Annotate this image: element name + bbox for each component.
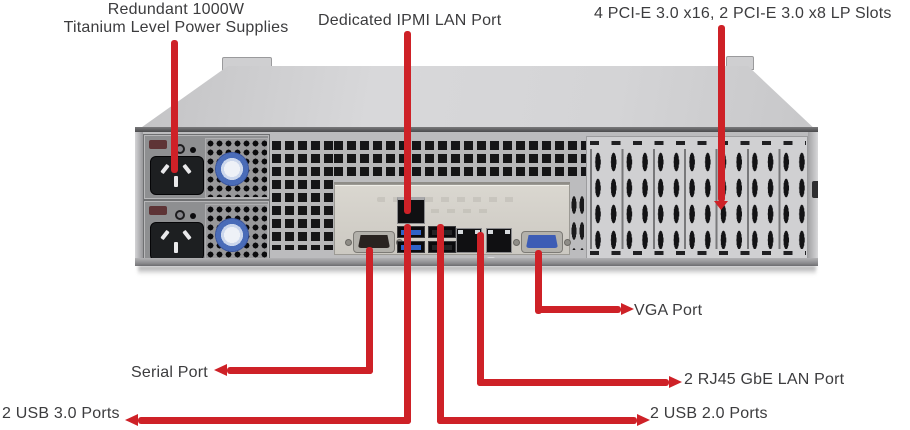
callout-line-vga-h [535, 306, 621, 313]
ac-prong [182, 229, 192, 241]
chassis-clip-tab [812, 181, 818, 198]
psu-fan-grille [205, 138, 268, 198]
pci-top-screw-slots [590, 141, 806, 145]
callout-line-usb3-v [404, 224, 411, 424]
ipmi-lan-port [397, 197, 425, 224]
ac-prong [174, 242, 178, 253]
psu-latch [149, 206, 167, 215]
label-serial: Serial Port [131, 364, 208, 381]
label-usb2: 2 USB 2.0 Ports [650, 405, 768, 422]
ac-inlet [150, 222, 204, 261]
callout-line-lan-h [477, 379, 669, 386]
serial-port [345, 231, 403, 253]
pci-slot-covers [590, 149, 806, 249]
psu-button [175, 210, 185, 220]
psu-latch [149, 140, 167, 149]
callout-line-psu [171, 40, 178, 173]
panel-right-edge [808, 132, 818, 266]
label-ipmi: Dedicated IPMI LAN Port [318, 12, 502, 29]
callout-line-usb2-h [437, 417, 637, 424]
lan-led [505, 230, 510, 234]
shield-embossing [377, 197, 517, 202]
label-pci: 4 PCI-E 3.0 x16, 2 PCI-E 3.0 x8 LP Slots [594, 5, 892, 22]
lan-led [488, 230, 493, 234]
usb3-port-stack [397, 226, 425, 254]
usb3-tab [401, 230, 421, 235]
vent-slots-right-of-shield [570, 192, 584, 250]
ac-prong [160, 163, 170, 175]
chassis-top-seam [135, 127, 818, 132]
usb3-tab [401, 245, 421, 250]
callout-arrow-vga [621, 303, 634, 315]
callout-line-lan-v [477, 232, 484, 386]
usb3-port [397, 241, 425, 253]
callout-line-usb2-v [437, 224, 444, 424]
panel-bottom-edge [135, 258, 818, 266]
pci-bottom-screw-slots [590, 251, 806, 255]
gbe-lan-port-pair [456, 228, 513, 253]
callout-line-ipmi [404, 31, 411, 214]
psu-fan-grille [205, 204, 268, 262]
callout-line-usb3-h [138, 417, 411, 424]
vent-grid-top [334, 141, 586, 176]
label-psu-line2: Titanium Level Power Supplies [63, 19, 289, 36]
screw-icon [513, 239, 520, 246]
ac-prong [182, 163, 192, 175]
serial-connector-pins [358, 235, 390, 248]
psu-fan-sticker [215, 152, 249, 186]
shield-embossing [399, 209, 491, 213]
chassis-top-cover [135, 66, 818, 132]
callout-arrow-serial [214, 364, 227, 376]
panel-left-edge [135, 132, 143, 266]
vga-port [513, 231, 571, 253]
callout-line-serial-v [366, 247, 373, 374]
vent-grid-left [272, 141, 334, 250]
label-psu: Redundant 1000W Titanium Level Power Sup… [28, 1, 324, 37]
power-supply-top [144, 135, 269, 199]
vga-connector-pins [526, 235, 558, 248]
callout-arrow-lan [669, 376, 682, 388]
psu-led [190, 147, 196, 153]
psu-fan-sticker [215, 218, 249, 252]
ac-prong [160, 229, 170, 241]
serial-connector-body [353, 231, 395, 253]
label-psu-line1: Redundant 1000W [107, 1, 245, 18]
label-lan: 2 RJ45 GbE LAN Port [684, 371, 845, 388]
psu-bay [143, 134, 270, 265]
callout-line-pci [718, 25, 725, 202]
callout-line-serial-h [227, 367, 373, 374]
callout-arrow-pci [714, 201, 728, 210]
callout-line-vga-v [535, 250, 542, 314]
usb3-port [397, 226, 425, 238]
pci-slot-area [586, 136, 808, 262]
ac-prong [174, 176, 178, 187]
screw-icon [345, 239, 352, 246]
gbe-lan-port-2 [486, 228, 512, 253]
callout-arrow-usb3 [125, 414, 138, 426]
lan-led [458, 230, 463, 234]
power-supply-bottom [144, 201, 269, 263]
rear-panel [135, 132, 818, 266]
vga-connector-body [521, 231, 563, 253]
psu-led [190, 213, 196, 219]
label-usb3: 2 USB 3.0 Ports [2, 405, 120, 422]
io-shield [334, 184, 571, 255]
callout-arrow-usb2 [637, 414, 650, 426]
label-vga: VGA Port [634, 302, 703, 319]
